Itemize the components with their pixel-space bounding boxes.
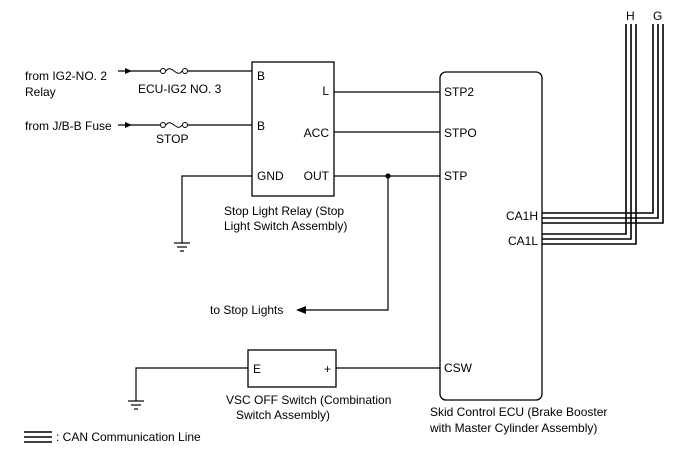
relay-caption-line2: Light Switch Assembly) xyxy=(224,219,347,233)
ecu-pin-stpo: STPO xyxy=(444,126,477,140)
relay-pin-acc: ACC xyxy=(304,126,330,140)
legend-text: : CAN Communication Line xyxy=(56,430,201,444)
ecu-pin-stp2: STP2 xyxy=(444,85,474,99)
vsc-pin-plus: + xyxy=(324,362,331,376)
bus-label-h: H xyxy=(626,9,635,23)
stop-lights-label: to Stop Lights xyxy=(210,303,283,317)
ig2-relay-label-line1: from IG2-NO. 2 xyxy=(25,69,107,83)
relay-pin-b1: B xyxy=(257,69,265,83)
relay-pin-gnd: GND xyxy=(257,169,284,183)
can-line-legend-icon xyxy=(24,431,52,443)
stop-light-relay-box xyxy=(251,61,335,197)
vsc-caption-line1: VSC OFF Switch (Combination xyxy=(226,393,391,407)
relay-pin-out: OUT xyxy=(304,169,330,183)
ecu-caption-line2: with Master Cylinder Assembly) xyxy=(429,421,597,435)
bus-label-g: G xyxy=(653,9,662,23)
can-bus-l xyxy=(542,24,637,245)
ecu-pin-csw: CSW xyxy=(444,361,473,375)
relay-pin-b2: B xyxy=(257,119,265,133)
ecu-ig2-fuse-label: ECU-IG2 NO. 3 xyxy=(138,82,222,96)
wire-to-stop-lights xyxy=(304,176,389,311)
ecu-ig2-fuse-circuit xyxy=(118,68,252,74)
relay-ground-circuit xyxy=(174,175,252,252)
ecu-pin-stp: STP xyxy=(444,169,467,183)
can-bus-h xyxy=(542,24,664,224)
jb-fuse-label: from J/B-B Fuse xyxy=(25,119,112,133)
vsc-pin-e: E xyxy=(253,362,261,376)
relay-caption-line1: Stop Light Relay (Stop xyxy=(224,204,344,218)
vsc-ground-circuit xyxy=(128,367,248,410)
ig2-relay-label-line2: Relay xyxy=(25,85,56,99)
skid-control-ecu-box xyxy=(439,71,543,401)
relay-pin-l: L xyxy=(322,84,329,98)
stop-lights-arrow-head xyxy=(296,306,306,314)
ecu-caption-line1: Skid Control ECU (Brake Booster xyxy=(430,405,607,419)
ecu-pin-ca1l: CA1L xyxy=(508,234,538,248)
vsc-off-switch-box xyxy=(247,349,337,388)
stop-fuse-circuit xyxy=(118,122,252,128)
ecu-pin-ca1h: CA1H xyxy=(506,209,538,223)
vsc-caption-line2: Switch Assembly) xyxy=(236,408,330,422)
stop-fuse-label: STOP xyxy=(156,132,188,146)
